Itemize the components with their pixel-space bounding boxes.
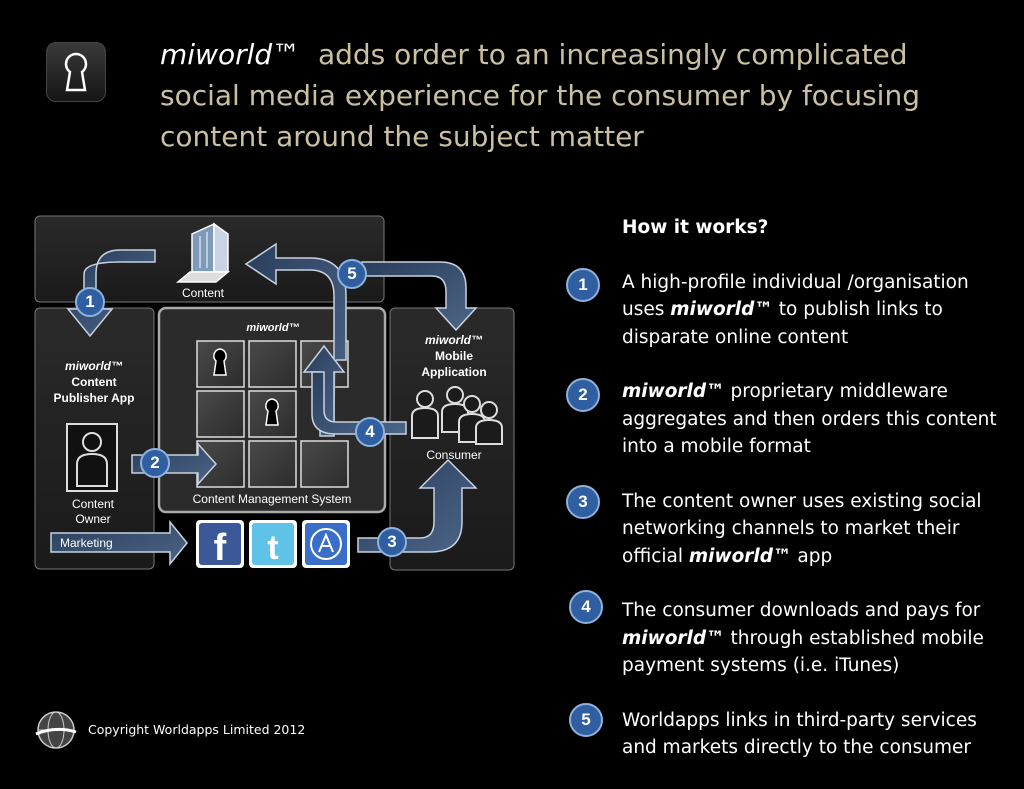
page-title: miworld™ adds order to an increasingly c… (160, 34, 940, 157)
diagram-badge-3 (377, 527, 407, 557)
how-it-works: How it works? 1 A high-profile individua… (566, 214, 1002, 789)
diagram-badge-2-label: 2 (150, 453, 160, 472)
how-heading: How it works? (622, 217, 769, 238)
worldapps-logo (34, 708, 78, 752)
diagram-badge-5 (337, 259, 367, 289)
diagram-badge-3-label: 3 (387, 532, 397, 551)
facebook-icon: f (196, 520, 244, 569)
mobile-label: miworld™ Mobile Application (396, 332, 512, 380)
publisher-line1: Content (71, 375, 117, 389)
keyhole-icon (64, 52, 88, 92)
diagram-badge-4 (355, 417, 385, 447)
publisher-label: miworld™ Content Publisher App (38, 358, 150, 406)
marketing-label: Marketing (60, 536, 113, 550)
arrow-owner-to-cms (131, 442, 218, 486)
consumer-label: Consumer (426, 448, 482, 462)
step-4: 4 The consumer downloads and pays for mi… (569, 590, 1002, 680)
person-icon (66, 423, 118, 492)
arrow-appstore-to-consumer (357, 458, 478, 553)
diagram-badge-2 (140, 448, 170, 478)
arrow-content-to-mobile (361, 261, 478, 332)
workflow-diagram: f t (0, 200, 540, 590)
twitter-icon: t (249, 520, 297, 568)
keyhole-logo (46, 42, 106, 102)
cms-label: Content Management System (192, 492, 352, 506)
mobile-line2: Application (421, 365, 487, 379)
diagram-badge-1-label: 1 (85, 292, 95, 311)
step-badge: 5 (569, 702, 603, 737)
step-2: 2 miworld™ proprietary middleware aggreg… (566, 378, 1002, 461)
keyhole-icon (265, 398, 279, 426)
publisher-line2: Publisher App (53, 391, 135, 405)
mobile-line1: Mobile (435, 349, 473, 363)
title-brand: miworld™ (160, 38, 301, 71)
step-5: 5 Worldapps links in third-party service… (569, 702, 1002, 762)
copyright-text: Copyright Worldapps Limited 2012 (88, 722, 306, 737)
diagram-graphic: f t (34, 215, 515, 571)
cms-grid (196, 340, 349, 488)
title-text: adds order to an increasingly complicate… (160, 38, 920, 153)
svg-text:f: f (214, 527, 227, 569)
step-badge: 1 (566, 267, 600, 302)
cms-brand: miworld™ (246, 322, 300, 334)
arrow-cms-to-consumer (311, 371, 407, 435)
keyhole-icon (213, 348, 227, 376)
publisher-brand: miworld™ (64, 359, 123, 373)
svg-text:t: t (267, 529, 278, 567)
step-1: 1 A high-profile individual /organisatio… (566, 267, 1002, 352)
mobile-brand: miworld™ (424, 333, 483, 347)
worldapps-globe-icon (35, 711, 77, 749)
building-icon (175, 222, 231, 283)
diagram-badge-5-label: 5 (347, 264, 357, 283)
diagram-badge-1 (75, 287, 105, 317)
arrow-marketing (50, 519, 188, 567)
diagram-badge-4-label: 4 (365, 422, 375, 441)
step-badge: 4 (569, 590, 603, 624)
owner-label: Content Owner (71, 497, 115, 526)
app-store-icon (302, 520, 350, 568)
step-3: 3 The content owner uses existing social… (566, 484, 1002, 571)
content-label: Content (181, 286, 225, 300)
group-icon (411, 386, 503, 445)
step-badge: 2 (566, 378, 600, 412)
step-badge: 3 (566, 484, 600, 519)
